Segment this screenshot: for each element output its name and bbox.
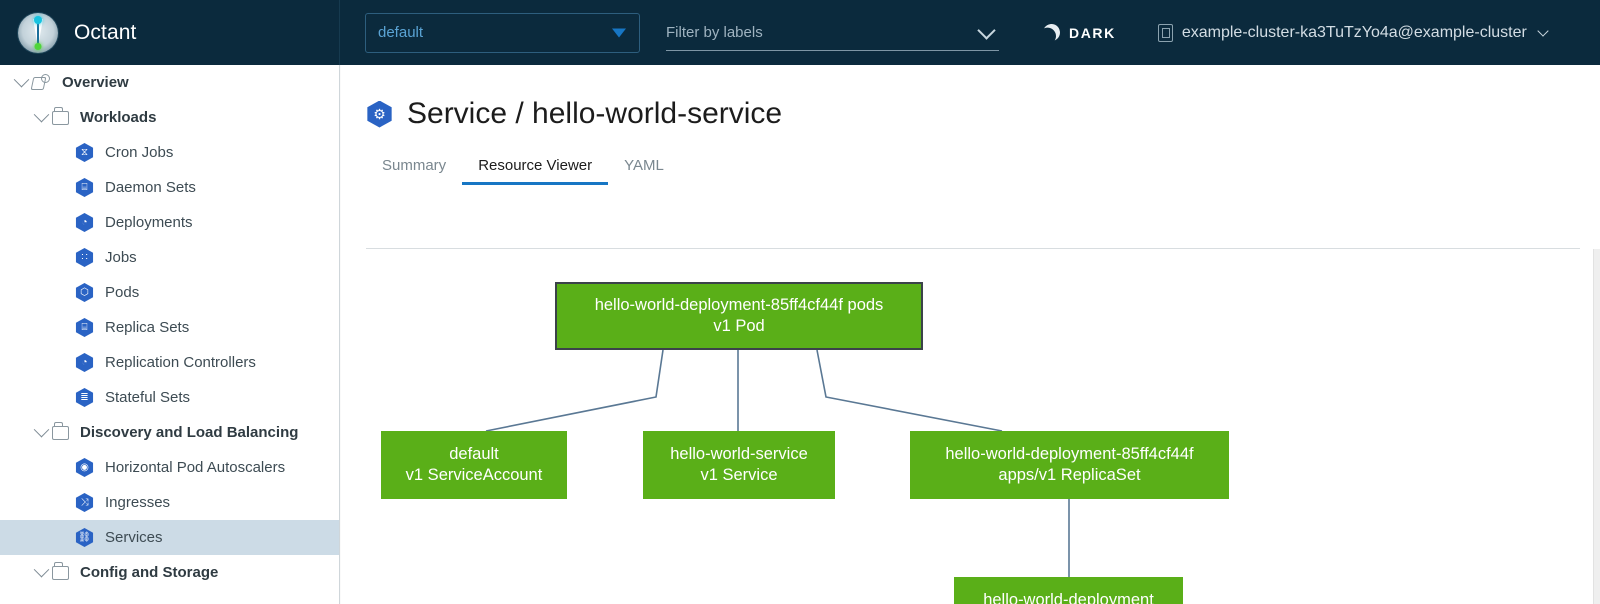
sidebar-item-ingresses[interactable]: ⤨ Ingresses bbox=[0, 485, 339, 520]
graph-edges bbox=[485, 349, 1070, 577]
moon-icon bbox=[1041, 22, 1063, 44]
cluster-label: example-cluster-ka3TuTzYo4a@example-clus… bbox=[1181, 23, 1527, 41]
graph-node-kind: v1 ServiceAccount bbox=[405, 466, 543, 484]
sidebar-item-label: Horizontal Pod Autoscalers bbox=[105, 459, 286, 476]
dark-mode-label: DARK bbox=[1069, 24, 1116, 41]
namespace-value: default bbox=[378, 24, 424, 41]
graph-edge bbox=[816, 349, 1003, 432]
tab-yaml[interactable]: YAML bbox=[624, 157, 664, 174]
folder-icon bbox=[52, 421, 69, 440]
chevron-down-icon[interactable] bbox=[10, 71, 32, 88]
page-title-text: Service / hello-world-service bbox=[407, 97, 783, 130]
tab-summary[interactable]: Summary bbox=[382, 157, 447, 174]
graph-node-name: hello-world-deployment-85ff4cf44f bbox=[945, 445, 1194, 463]
app-header: Octant default Filter by labels DARK exa… bbox=[0, 0, 1600, 65]
k8s-ingress-icon: ⤨ bbox=[75, 493, 94, 512]
folder-icon bbox=[52, 561, 69, 580]
sidebar-item-jobs[interactable]: ∷ Jobs bbox=[0, 240, 339, 275]
sidebar-item-horizontal-pod-autoscalers[interactable]: ◉ Horizontal Pod Autoscalers bbox=[0, 450, 339, 485]
tab-bar[interactable]: Summary Resource Viewer YAML bbox=[366, 151, 1600, 185]
graph-node-sa[interactable]: default v1 ServiceAccount bbox=[381, 431, 567, 499]
sidebar-item-label: Config and Storage bbox=[80, 564, 219, 581]
sidebar-item-label: Replication Controllers bbox=[105, 354, 256, 371]
chevron-down-icon[interactable] bbox=[30, 106, 52, 123]
k8s-hpa-icon: ◉ bbox=[75, 458, 94, 477]
brand-area: Octant bbox=[0, 0, 340, 65]
sidebar-item-deployments[interactable]: ◔ Deployments bbox=[0, 205, 339, 240]
dark-mode-toggle[interactable]: DARK bbox=[1043, 24, 1116, 41]
k8s-deployment-icon: ◔ bbox=[75, 213, 94, 232]
sidebar-item-cron-jobs[interactable]: ⧖ Cron Jobs bbox=[0, 135, 339, 170]
sidebar-item-stateful-sets[interactable]: ≣ Stateful Sets bbox=[0, 380, 339, 415]
k8s-statefulset-icon: ≣ bbox=[75, 388, 94, 407]
k8s-replicationcontroller-icon: ◔ bbox=[75, 353, 94, 372]
graph-node-name: hello-world-deployment bbox=[983, 591, 1154, 604]
graph-node-name: hello-world-deployment-85ff4cf44f pods bbox=[594, 296, 884, 314]
sidebar-item-workloads[interactable]: Workloads bbox=[0, 100, 339, 135]
cluster-icon bbox=[1157, 23, 1173, 42]
sidebar-item-overview[interactable]: Overview bbox=[0, 65, 339, 100]
chevron-down-icon[interactable] bbox=[977, 20, 996, 40]
sidebar-item-label: Pods bbox=[105, 284, 140, 301]
main-content: ⚙ Service / hello-world-service Summary R… bbox=[341, 65, 1600, 604]
overview-icon bbox=[32, 74, 51, 91]
sidebar-item-services[interactable]: ⛓ Services bbox=[0, 520, 339, 555]
graph-edge bbox=[485, 349, 664, 432]
sidebar-item-label: Jobs bbox=[105, 249, 137, 266]
graph-node-name: hello-world-service bbox=[670, 445, 808, 463]
page-title: ⚙ Service / hello-world-service bbox=[366, 97, 1600, 131]
sidebar-item-label: Ingresses bbox=[105, 494, 171, 511]
resource-graph[interactable]: hello-world-deployment-85ff4cf44f pods v1… bbox=[366, 249, 1565, 604]
sidebar-item-config-and-storage[interactable]: Config and Storage bbox=[0, 555, 339, 590]
sidebar-item-label: Stateful Sets bbox=[105, 389, 191, 406]
sidebar-item-label: Deployments bbox=[105, 214, 193, 231]
k8s-replicaset-icon: ⌸ bbox=[75, 318, 94, 337]
octant-logo-icon bbox=[18, 12, 58, 53]
folder-icon bbox=[52, 106, 69, 125]
sidebar-item-replica-sets[interactable]: ⌸ Replica Sets bbox=[0, 310, 339, 345]
label-filter-placeholder: Filter by labels bbox=[666, 23, 763, 41]
graph-node-kind: v1 Pod bbox=[713, 317, 765, 335]
k8s-service-icon: ⚙ bbox=[366, 100, 393, 128]
graph-node-pod[interactable]: hello-world-deployment-85ff4cf44f pods v1… bbox=[555, 282, 923, 350]
chevron-down-icon[interactable] bbox=[30, 421, 52, 438]
sidebar-item-label: Overview bbox=[62, 74, 129, 91]
sidebar-item-replication-controllers[interactable]: ◔ Replication Controllers bbox=[0, 345, 339, 380]
graph-node-kind: apps/v1 ReplicaSet bbox=[998, 466, 1141, 484]
sidebar-item-daemon-sets[interactable]: ⌸ Daemon Sets bbox=[0, 170, 339, 205]
k8s-daemonset-icon: ⌸ bbox=[75, 178, 94, 197]
graph-node-name: default bbox=[449, 445, 499, 463]
brand-name: Octant bbox=[74, 20, 137, 44]
sidebar-item-label: Replica Sets bbox=[105, 319, 190, 336]
detail-panel: hello-world-deployment-85ff4cf44f pods bbox=[1593, 249, 1600, 604]
cluster-selector[interactable]: example-cluster-ka3TuTzYo4a@example-clus… bbox=[1157, 23, 1549, 42]
graph-node-dep[interactable]: hello-world-deploymentapps/v1 Deployment bbox=[954, 577, 1183, 604]
k8s-cronjob-icon: ⧖ bbox=[75, 143, 94, 162]
tab-resource-viewer[interactable]: Resource Viewer bbox=[462, 151, 609, 185]
chevron-down-icon bbox=[1537, 24, 1549, 37]
sidebar-item-label: Daemon Sets bbox=[105, 179, 196, 196]
k8s-service-icon: ⛓ bbox=[75, 528, 94, 547]
graph-node-rs[interactable]: hello-world-deployment-85ff4cf44f apps/v1… bbox=[910, 431, 1229, 499]
caret-down-icon bbox=[612, 28, 626, 37]
sidebar-item-label: Services bbox=[105, 529, 163, 546]
sidebar-item-discovery-and-load-balancing[interactable]: Discovery and Load Balancing bbox=[0, 415, 339, 450]
graph-node-svc[interactable]: hello-world-service v1 Service bbox=[643, 431, 835, 499]
k8s-job-icon: ∷ bbox=[75, 248, 94, 267]
k8s-pod-icon: ⬡ bbox=[75, 283, 94, 302]
sidebar-item-pods[interactable]: ⬡ Pods bbox=[0, 275, 339, 310]
namespace-selector[interactable]: default bbox=[365, 12, 640, 53]
sidebar-item-label: Workloads bbox=[80, 109, 157, 126]
graph-node-kind: v1 Service bbox=[700, 466, 778, 484]
label-filter-input[interactable]: Filter by labels bbox=[666, 15, 999, 51]
sidebar-item-label: Cron Jobs bbox=[105, 144, 174, 161]
chevron-down-icon[interactable] bbox=[30, 561, 52, 578]
tab-divider bbox=[366, 248, 1580, 249]
sidebar-item-label: Discovery and Load Balancing bbox=[80, 424, 299, 441]
